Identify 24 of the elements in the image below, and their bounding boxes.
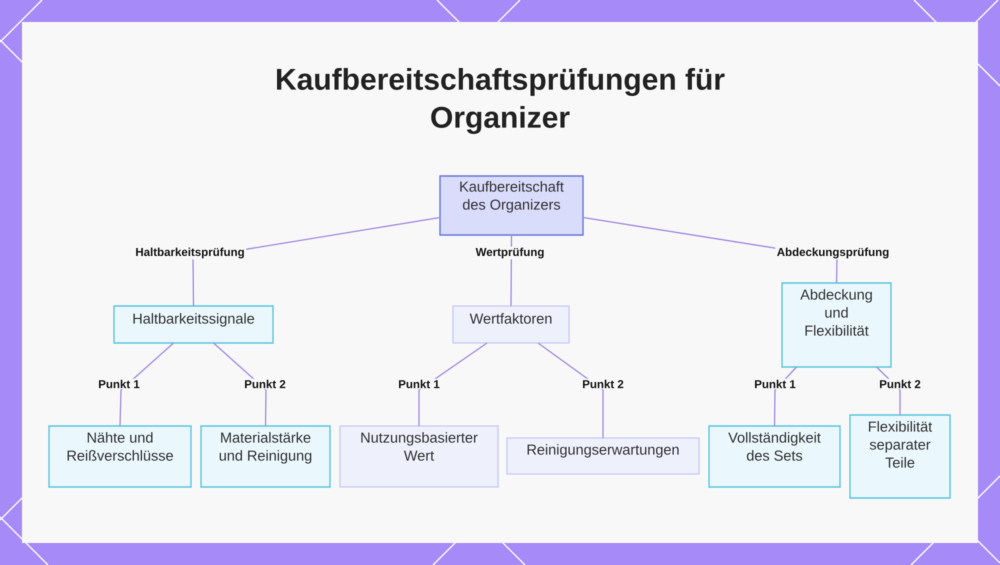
- edge-label: Punkt 2: [242, 378, 288, 390]
- connector-line: [119, 342, 174, 426]
- edge-label: Punkt 1: [96, 378, 142, 390]
- edge-label: Wertprüfung: [474, 246, 546, 260]
- edge-label: Punkt 1: [396, 378, 442, 390]
- item-box: Reinigungserwartungen: [506, 437, 700, 475]
- category-box: Abdeckung und Flexibilität: [781, 282, 892, 368]
- item-box: Vollständigkeit des Sets: [708, 425, 841, 488]
- item-box: Flexibilität separater Teile: [849, 414, 951, 499]
- root-box: Kaufbereitschaft des Organizers: [439, 175, 584, 236]
- title: Kaufbereitschaftsprüfungen für Organizer: [277, 68, 725, 134]
- edge-label: Punkt 2: [878, 378, 922, 390]
- connector-line: [418, 342, 488, 426]
- edge-label: Haltbarkeitsprüfung: [134, 246, 246, 260]
- item-box: Materialstärke und Reinigung: [200, 425, 331, 488]
- item-box: Nutzungsbasierter Wert: [339, 425, 499, 488]
- category-box: Haltbarkeitssignale: [113, 305, 274, 344]
- edge-label: Abdeckungsprüfung: [775, 246, 891, 260]
- edge-label: Punkt 2: [580, 378, 626, 390]
- category-box: Wertfaktoren: [452, 305, 570, 344]
- connector-line: [538, 342, 604, 438]
- item-box: Nähte und Reißverschlüsse: [48, 425, 192, 488]
- connector-line: [213, 342, 267, 426]
- edge-label: Punkt 1: [752, 378, 798, 390]
